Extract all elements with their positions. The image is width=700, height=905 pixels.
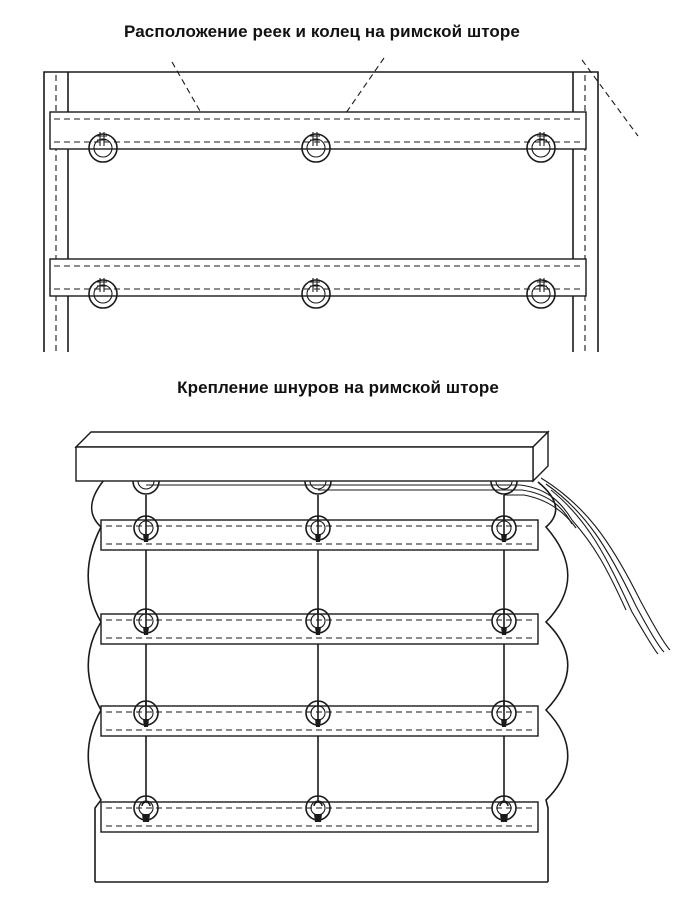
ring-icon (526, 132, 556, 163)
ring-icon (301, 132, 331, 163)
ring-icon (88, 278, 118, 309)
pointer-line-ring (329, 57, 385, 137)
ring-icon (132, 480, 160, 495)
pointer-line-edge (581, 59, 639, 137)
ring-icon (304, 480, 332, 495)
slat-pocket-1 (49, 111, 587, 150)
ring-icon (133, 700, 159, 727)
ring-icon (88, 132, 118, 163)
top-diagram-slats-and-rings (43, 57, 639, 352)
diagram-title-cord-fastening: Крепление шнуров на римской шторе (177, 378, 499, 397)
ring-icon (133, 515, 159, 542)
bottom-diagram-cord-fastening (74, 430, 671, 883)
ring-icon (305, 608, 331, 635)
fabric-right-edge (537, 481, 569, 882)
ring-icon (133, 608, 159, 635)
slat-pocket-row-2 (100, 613, 539, 645)
fabric-left-edge (87, 479, 105, 882)
ring-icon (490, 480, 518, 495)
diagram-title-slats-rings: Расположение реек и колец на римской што… (124, 22, 520, 41)
ring-icon (491, 608, 517, 635)
ring-icon (526, 278, 556, 309)
headrail-box (74, 430, 550, 483)
ring-icon (491, 515, 517, 542)
slat-pocket-2 (49, 258, 587, 297)
ring-icon (491, 700, 517, 727)
ring-icon (301, 278, 331, 309)
ring-icon (305, 700, 331, 727)
ring-icon (305, 515, 331, 542)
pointer-line-slat (171, 61, 213, 133)
ring-icon (491, 795, 517, 822)
cord-run-top (146, 484, 573, 521)
ring-icon (133, 795, 159, 822)
ring-icon (305, 795, 331, 822)
shade-panel-outline (43, 71, 599, 352)
cord-bundle (540, 477, 671, 651)
